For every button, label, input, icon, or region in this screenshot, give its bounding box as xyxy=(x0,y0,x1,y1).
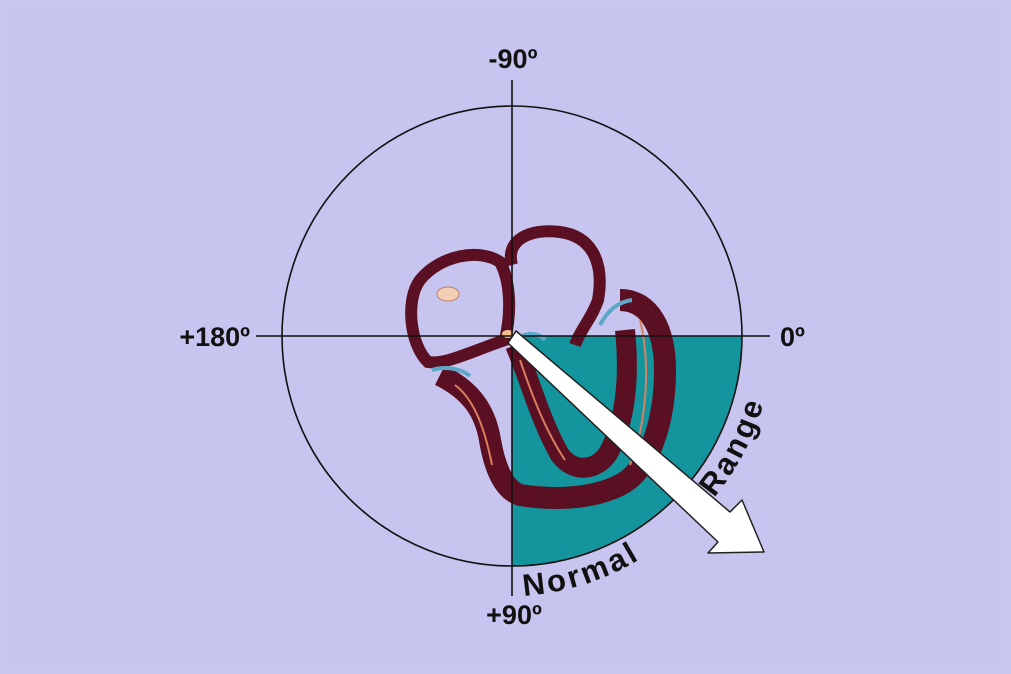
label-plus-180: +180º xyxy=(179,322,250,352)
label-minus-90: -90º xyxy=(489,44,538,74)
label-zero: 0º xyxy=(780,322,805,352)
label-plus-90: +90º xyxy=(486,600,542,630)
axis-arrow-icon xyxy=(507,330,765,554)
heart-cross-section-icon xyxy=(405,225,677,509)
